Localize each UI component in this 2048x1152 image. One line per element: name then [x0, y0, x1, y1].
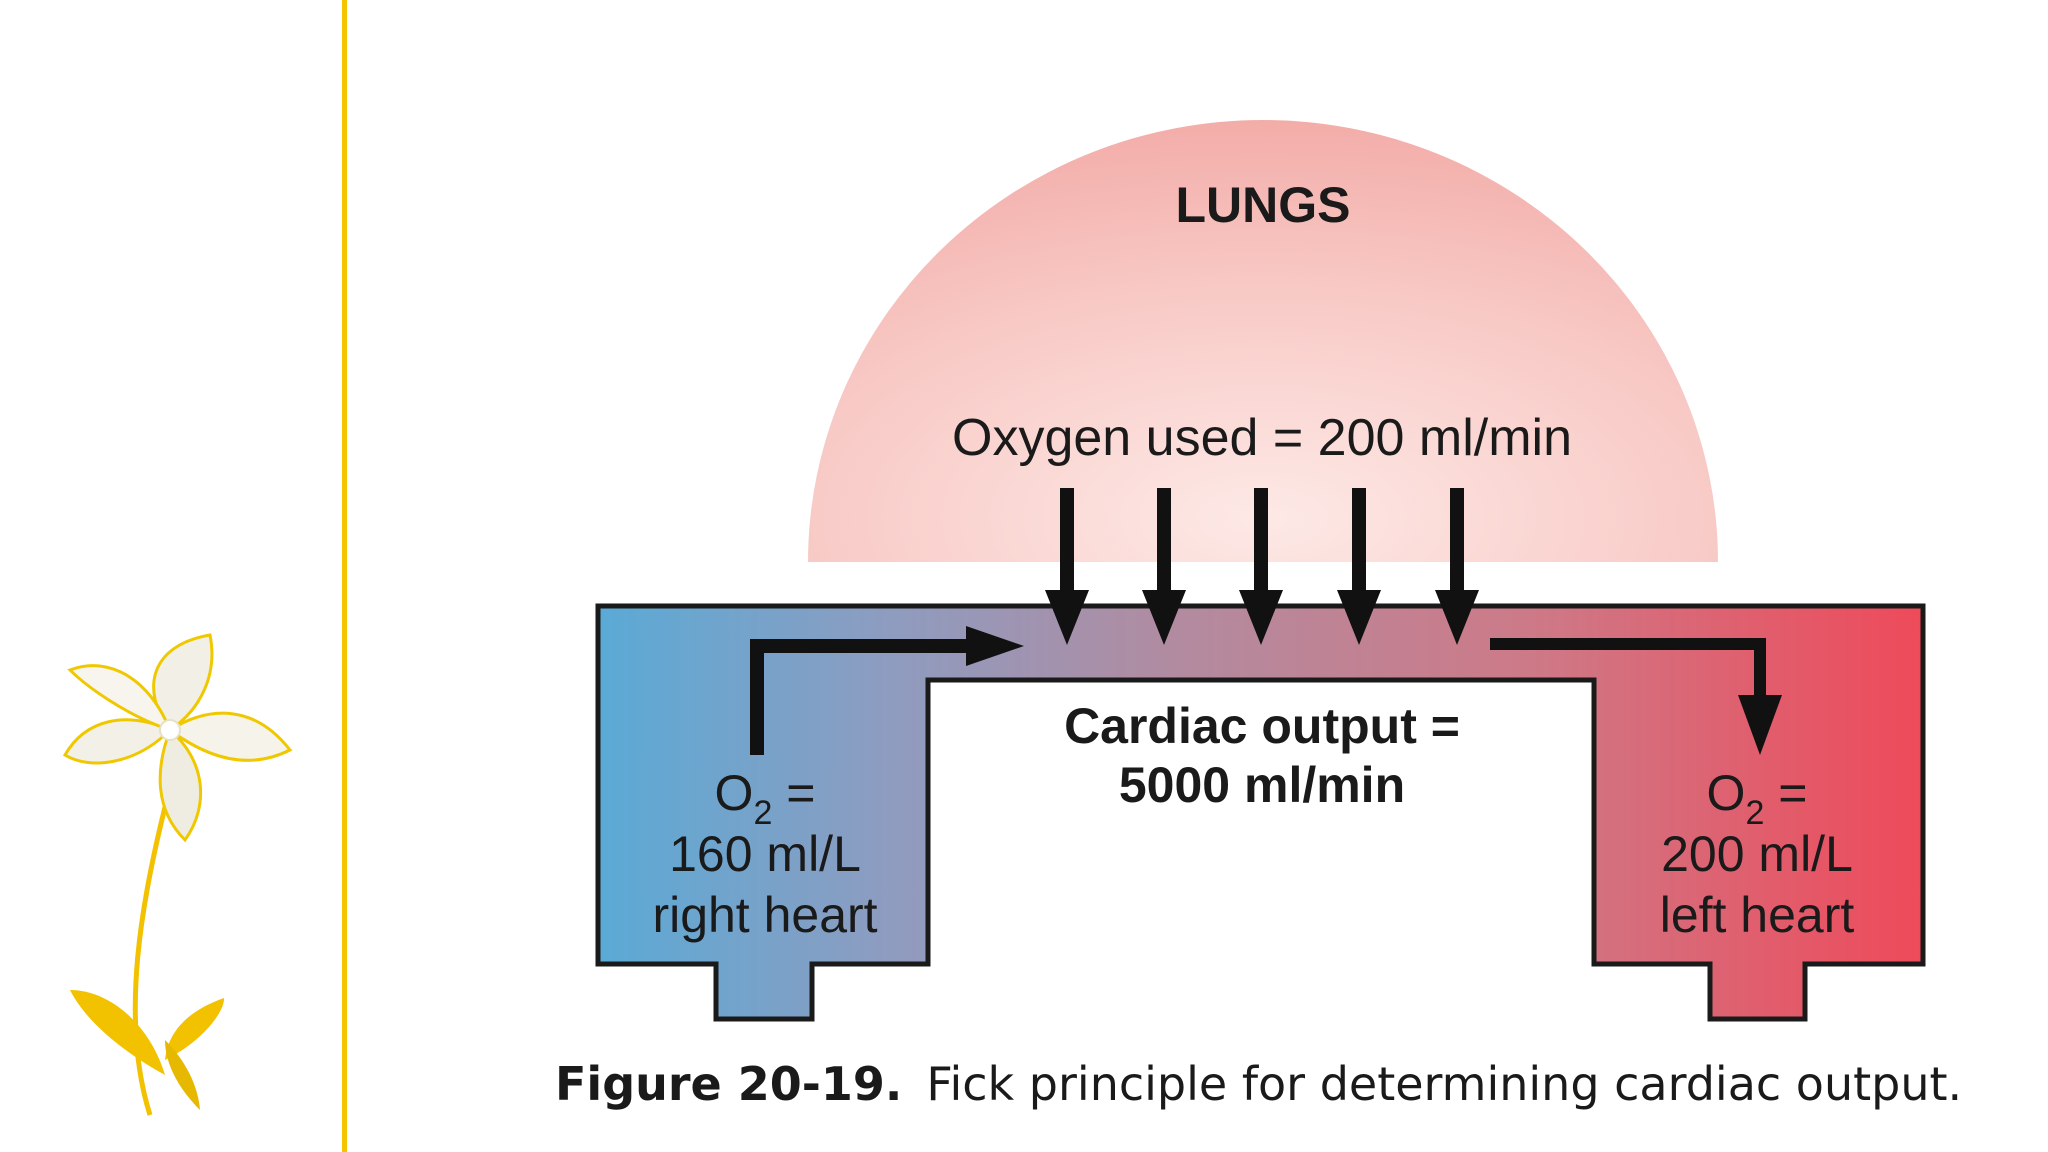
caption-text: Fick principle for determining cardiac o… [926, 1057, 1962, 1111]
oxygen-arrow [1239, 488, 1283, 645]
oxygen-arrow [1045, 488, 1089, 645]
oxygen-used-label: Oxygen used = 200 ml/min [952, 409, 1572, 467]
cardiac-output-label: Cardiac output = [1064, 698, 1460, 754]
flow-arrow-left [750, 626, 1024, 755]
oxygen-arrow [1435, 488, 1479, 645]
divider-line [342, 0, 347, 1152]
left-heart-o2-value: 200 ml/L [1661, 826, 1853, 882]
right-heart-o2-label: O2 = [715, 765, 816, 832]
figure-caption: Figure 20-19. Fick principle for determin… [555, 1057, 1962, 1111]
right-heart-o2-value: 160 ml/L [669, 826, 861, 882]
caption-figure-number: Figure 20-19. [555, 1057, 902, 1111]
flow-arrow-right [1490, 638, 1782, 755]
blood-circuit [595, 603, 1926, 1022]
left-heart-o2-label: O2 = [1707, 765, 1808, 832]
right-heart-label: right heart [652, 887, 877, 943]
cardiac-output-value: 5000 ml/min [1119, 757, 1405, 813]
oxygen-arrows [1045, 488, 1479, 645]
lungs-shape [808, 120, 1718, 562]
lungs-label: LUNGS [1176, 177, 1351, 233]
oxygen-arrow [1337, 488, 1381, 645]
left-heart-label: left heart [1660, 887, 1855, 943]
oxygen-arrow [1142, 488, 1186, 645]
flower-icon [62, 633, 293, 1116]
